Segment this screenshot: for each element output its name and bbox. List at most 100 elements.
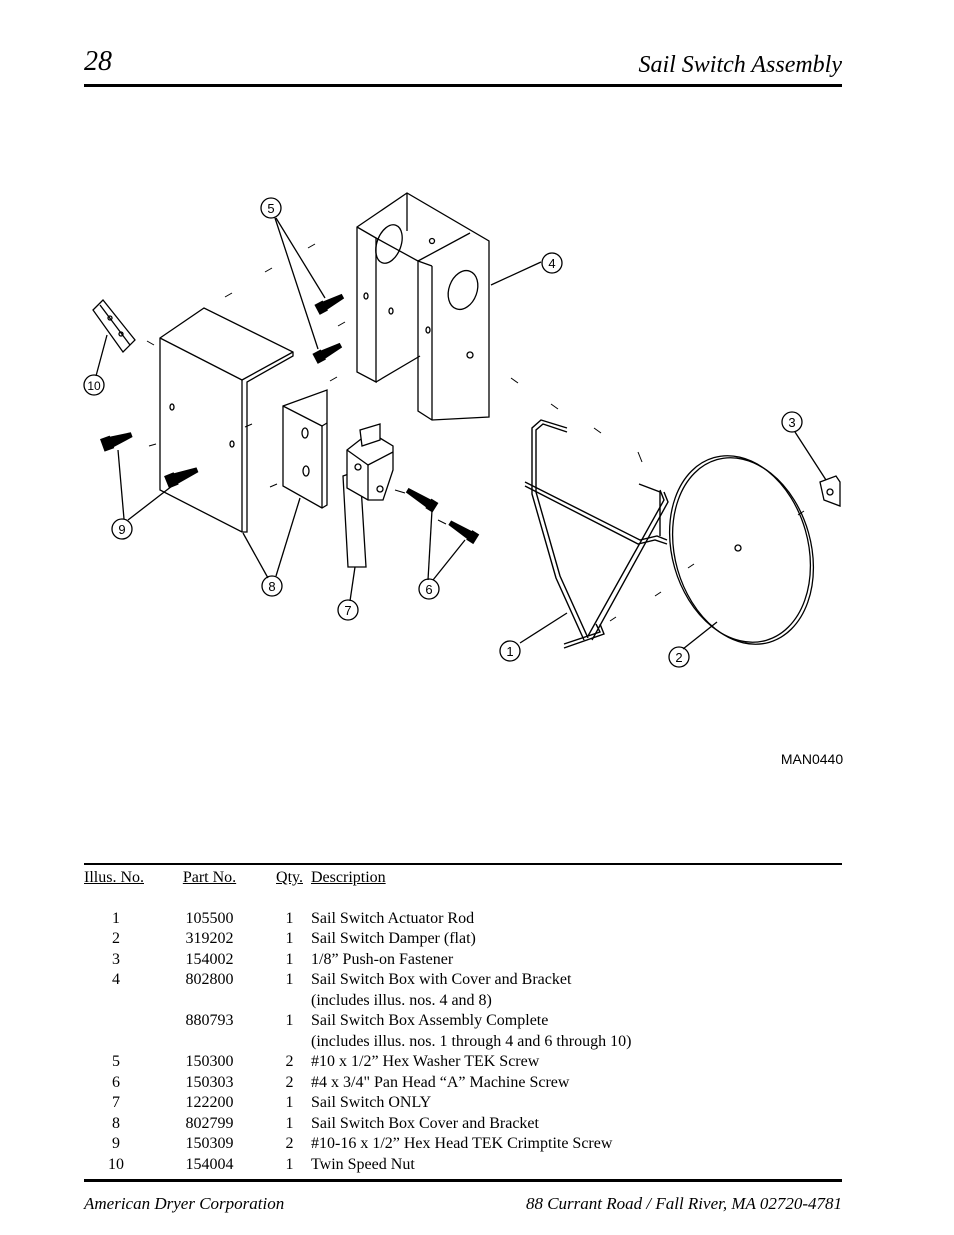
cell-qty: 2 <box>285 1135 294 1152</box>
cell-illus-no <box>84 1011 148 1032</box>
cell-qty: 1 <box>285 1094 294 1111</box>
table-row: 10 154004 1 Twin Speed Nut <box>84 1155 631 1176</box>
part-8-box-cover <box>159 307 294 533</box>
callout-9: 9 <box>118 522 125 537</box>
cell-part-no: 802799 <box>185 1114 234 1132</box>
cell-qty: 1 <box>285 909 294 927</box>
callout-2: 2 <box>675 650 682 665</box>
header-illus-no: Illus. No. <box>84 869 144 886</box>
cell-illus-no: 6 <box>112 1073 120 1091</box>
page-title: Sail Switch Assembly <box>638 52 842 78</box>
table-header-row: Illus. No. Part No. Qty. Description <box>84 868 631 889</box>
cell-description: (includes illus. nos. 4 and 8) <box>311 991 492 1009</box>
cell-description: 1/8” Push-on Fastener <box>311 950 454 968</box>
cell-part-no: 122200 <box>185 1094 234 1111</box>
part-7-sail-switch <box>342 423 394 568</box>
cell-part-no <box>148 991 271 1012</box>
table-row: 4 802800 1 Sail Switch Box with Cover and B… <box>84 970 631 991</box>
table-row: 8 802799 1 Sail Switch Box Cover and Bracke… <box>84 1114 631 1135</box>
assembly-guide-lines <box>146 243 805 622</box>
cell-illus-no: 3 <box>112 950 120 968</box>
table-row: 3 154002 1 1/8” Push-on Fastener <box>84 950 631 971</box>
part-3-push-on-fastener <box>819 475 841 507</box>
header-description: Description <box>311 869 386 886</box>
cell-part-no: 150300 <box>185 1053 234 1070</box>
part-5-screws <box>312 293 345 364</box>
table-row: 6 150303 2 #4 x 3/4" Pan Head “A” Machine S… <box>84 1073 631 1094</box>
cell-illus-no: 1 <box>112 909 120 927</box>
cell-illus-no <box>84 1032 148 1053</box>
cell-description: (includes illus. nos. 1 through 4 and 6 … <box>311 1032 632 1050</box>
part-8-bracket <box>282 389 328 509</box>
cell-qty: 1 <box>285 930 294 947</box>
cell-part-no: 150309 <box>185 1135 234 1152</box>
cell-illus-no: 5 <box>112 1053 120 1070</box>
table-row: 880793 1 Sail Switch Box Assembly Complete <box>84 1011 631 1032</box>
cell-description: Sail Switch Box Cover and Bracket <box>311 1114 539 1132</box>
cell-illus-no <box>84 991 148 1012</box>
cell-illus-no: 8 <box>112 1114 120 1132</box>
cell-description: #10-16 x 1/2” Hex Head TEK Crimptite Scr… <box>311 1135 613 1152</box>
cell-qty <box>271 991 308 1012</box>
cell-part-no: 154002 <box>185 950 234 968</box>
cell-illus-no: 7 <box>112 1094 120 1111</box>
footer-company: American Dryer Corporation <box>84 1194 285 1213</box>
part-9-screws <box>100 432 199 489</box>
callout-4: 4 <box>548 256 555 271</box>
cell-description: Sail Switch Box with Cover and Bracket <box>311 971 572 988</box>
table-row: 7 122200 1 Sail Switch ONLY <box>84 1093 631 1114</box>
cell-part-no: 880793 <box>185 1012 234 1029</box>
cell-qty <box>271 1032 308 1053</box>
cell-part-no: 802800 <box>185 971 234 988</box>
cell-illus-no: 9 <box>112 1135 120 1152</box>
cell-illus-no: 4 <box>112 971 120 988</box>
table-row: 2 319202 1 Sail Switch Damper (flat) <box>84 929 631 950</box>
header-rule <box>84 84 842 87</box>
part-1-actuator-rod <box>524 419 669 649</box>
part-4-switch-box <box>356 192 490 421</box>
table-top-rule <box>84 863 842 865</box>
callout-8: 8 <box>268 579 275 594</box>
cell-qty: 1 <box>285 1114 294 1132</box>
page-number: 28 <box>84 46 112 77</box>
cell-qty: 1 <box>285 1155 294 1173</box>
callout-6: 6 <box>425 582 432 597</box>
header-part-no: Part No. <box>182 869 237 886</box>
table-row: (includes illus. nos. 4 and 8) <box>84 991 631 1012</box>
part-2-damper <box>668 455 815 645</box>
cell-description: Twin Speed Nut <box>311 1155 415 1173</box>
part-6-screws <box>405 487 480 545</box>
cell-qty: 1 <box>285 1012 294 1029</box>
cell-description: Sail Switch Damper (flat) <box>311 930 476 947</box>
cell-qty: 1 <box>285 971 294 988</box>
cell-description: Sail Switch Box Assembly Complete <box>311 1012 549 1029</box>
part-10-speed-nut <box>92 299 136 354</box>
table-row: 9 150309 2 #10-16 x 1/2” Hex Head TEK Crimp… <box>84 1134 631 1155</box>
exploded-parts-diagram: 1 2 3 4 5 6 7 8 9 10 MAN0440 <box>83 192 843 767</box>
cell-illus-no: 10 <box>108 1155 124 1173</box>
callout-10: 10 <box>87 379 101 393</box>
cell-part-no: 105500 <box>185 909 234 927</box>
cell-illus-no: 2 <box>112 930 120 947</box>
cell-qty: 2 <box>285 1053 294 1070</box>
cell-part-no: 150303 <box>185 1073 234 1091</box>
callout-7: 7 <box>344 603 351 618</box>
cell-qty: 2 <box>285 1073 294 1091</box>
callout-5: 5 <box>267 201 274 216</box>
cell-description: #4 x 3/4" Pan Head “A” Machine Screw <box>311 1073 570 1091</box>
table-row: 5 150300 2 #10 x 1/2” Hex Washer TEK Screw <box>84 1052 631 1073</box>
footer-address: 88 Currant Road / Fall River, MA 02720-4… <box>525 1194 842 1213</box>
cell-qty: 1 <box>285 950 294 968</box>
header-qty: Qty. <box>276 869 303 886</box>
callout-1: 1 <box>506 644 513 659</box>
cell-description: #10 x 1/2” Hex Washer TEK Screw <box>311 1053 540 1070</box>
cell-description: Sail Switch ONLY <box>311 1094 432 1111</box>
table-bottom-rule <box>84 1179 842 1182</box>
cell-part-no: 154004 <box>185 1155 234 1173</box>
table-row: (includes illus. nos. 1 through 4 and 6 … <box>84 1032 631 1053</box>
cell-part-no: 319202 <box>185 930 234 947</box>
callout-3: 3 <box>788 415 795 430</box>
drawing-id: MAN0440 <box>781 751 843 767</box>
